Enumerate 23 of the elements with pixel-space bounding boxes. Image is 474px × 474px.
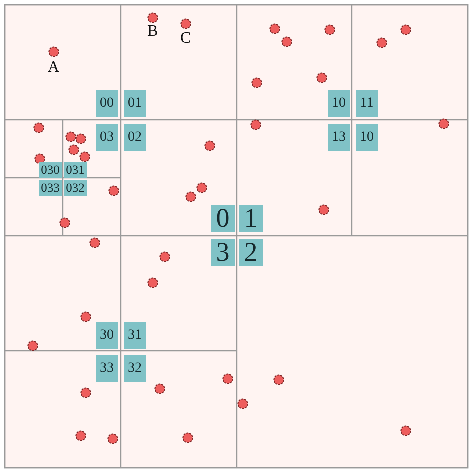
quadrant-code-tile: 032: [64, 180, 87, 196]
quadrant-code-tile: 031: [64, 162, 87, 178]
quadrant-code-tile: 2: [239, 239, 263, 266]
point-label: B: [148, 24, 158, 40]
quadrant-code-tile: 01: [124, 90, 146, 117]
quadrant-code-tile: 0: [211, 205, 235, 232]
point-label: C: [180, 31, 192, 47]
point-label: A: [48, 60, 60, 76]
quadrant-code-tile: 11: [356, 90, 378, 117]
quadrant-code-tile: 02: [124, 124, 146, 151]
quadrant-code-tile: 10: [356, 124, 378, 151]
quadrant-code-tile: 03: [96, 124, 118, 151]
quadrant-code-tile: 10: [328, 90, 350, 117]
quadrant-code-tile: 31: [124, 322, 146, 349]
quadrant-code-tile: 32: [124, 355, 146, 382]
quadrant-code-tile: 00: [96, 90, 118, 117]
quadrant-code-tile: 1: [239, 205, 263, 232]
quadrant-code-tile: 30: [96, 322, 118, 349]
quadrant-code-tile: 030: [39, 162, 62, 178]
quadrant-code-tile: 3: [211, 239, 235, 266]
quadrant-code-tile: 13: [328, 124, 350, 151]
quadrant-code-tile: 33: [96, 355, 118, 382]
quadrant-code-tile: 033: [39, 180, 62, 196]
